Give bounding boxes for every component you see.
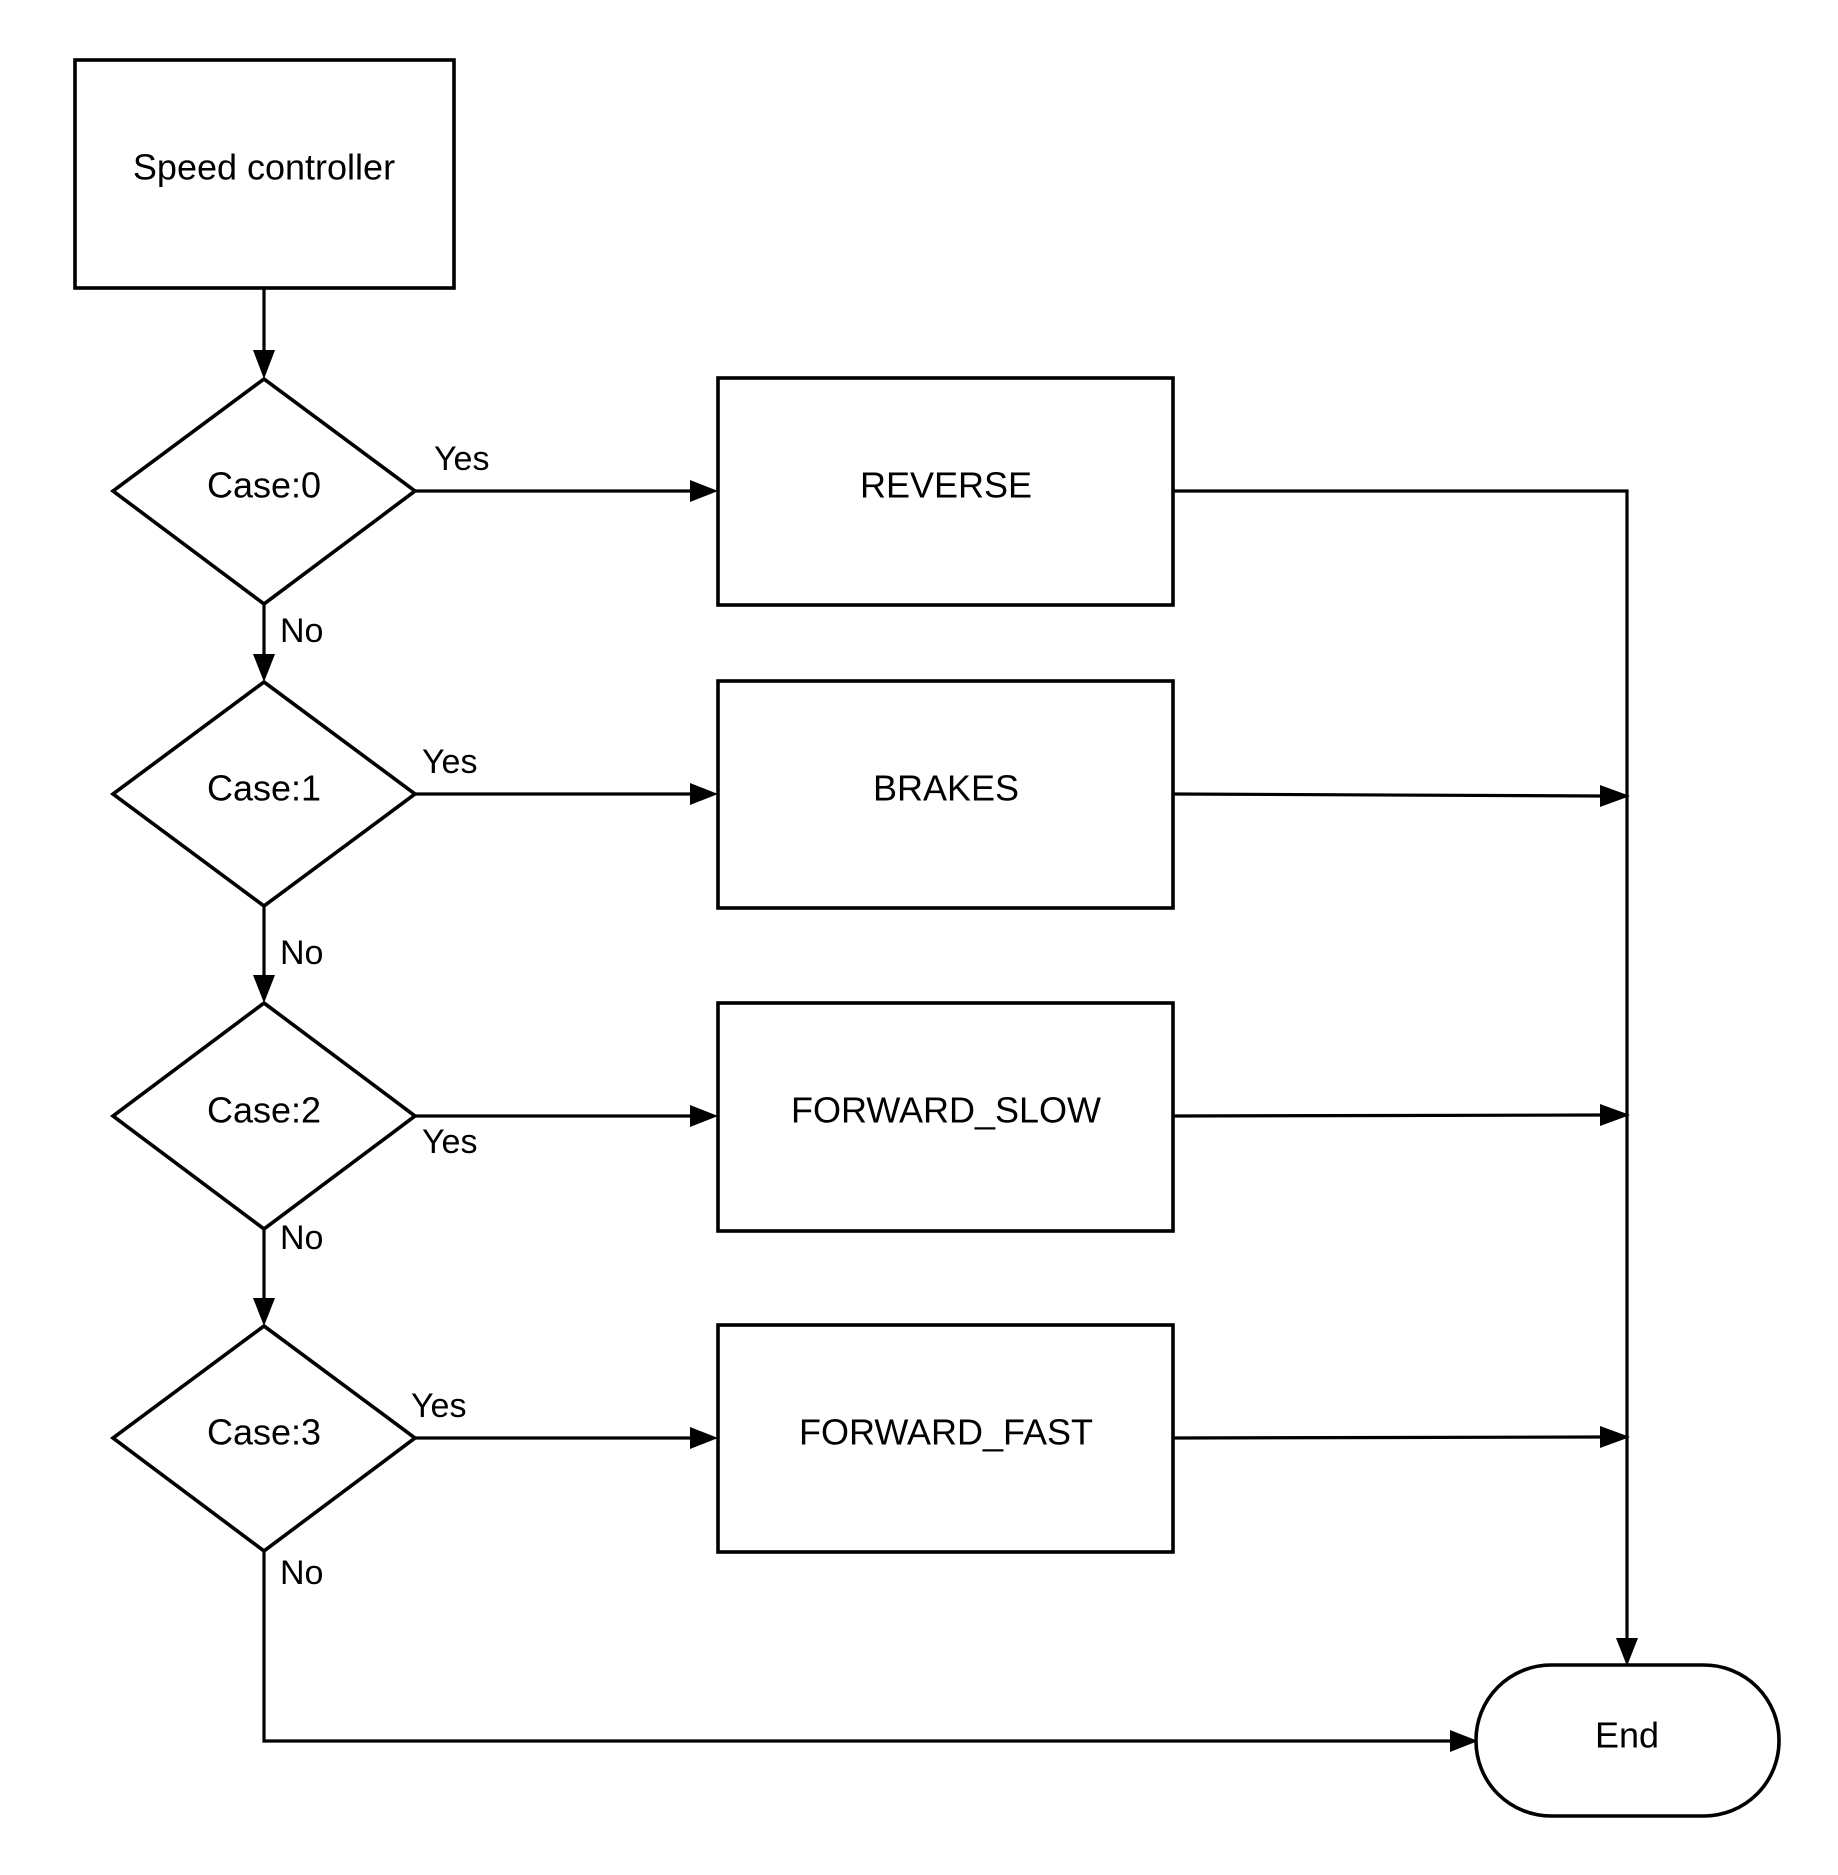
case0-yes-label: Yes — [434, 440, 489, 478]
case2-diamond — [109, 1000, 419, 1232]
decision-case2: Case:2 — [109, 1000, 419, 1232]
case1-no-label: No — [280, 934, 323, 972]
start-label: Speed controller — [133, 147, 395, 188]
forward-slow-label: FORWARD_SLOW — [791, 1090, 1101, 1131]
edge-brakes-to-end — [1172, 792, 1601, 798]
case2-label: Case:2 — [207, 1090, 321, 1131]
case3-no-label: No — [280, 1554, 323, 1592]
node-start: Speed controller — [73, 58, 456, 290]
decision-case3: Case:3 — [109, 1323, 419, 1554]
reverse-label: REVERSE — [860, 465, 1032, 506]
case3-yes-label: Yes — [411, 1387, 466, 1425]
edge-forward-slow-to-end — [1172, 1113, 1601, 1118]
edge-forward-fast-to-end — [1172, 1435, 1601, 1440]
arrowhead-forward-fast-merge — [1600, 1426, 1630, 1448]
case3-label: Case:3 — [207, 1412, 321, 1453]
case0-no-label: No — [280, 612, 323, 650]
brakes-box — [716, 679, 1175, 910]
start-box — [73, 58, 456, 290]
arrowhead-end-left — [1450, 1730, 1478, 1752]
case0-label: Case:0 — [207, 465, 321, 506]
arrowhead-reverse — [690, 480, 718, 502]
arrowhead-brakes — [690, 783, 718, 805]
arrowhead-forward-fast — [690, 1427, 718, 1449]
case0-diamond — [109, 376, 419, 607]
reverse-box — [716, 376, 1175, 607]
process-forward-fast: FORWARD_FAST — [716, 1323, 1175, 1554]
decision-case0: Case:0 — [109, 376, 419, 607]
edge-labels: Yes No Yes No Yes No Yes No — [280, 440, 489, 1592]
arrowhead-brakes-merge — [1600, 785, 1630, 807]
brakes-label: BRAKES — [873, 768, 1019, 809]
arrowhead-forward-slow — [690, 1105, 718, 1127]
case1-yes-label: Yes — [422, 743, 477, 781]
process-reverse: REVERSE — [716, 376, 1175, 607]
case1-diamond — [109, 679, 419, 909]
decision-case1: Case:1 — [109, 679, 419, 909]
forward-fast-label: FORWARD_FAST — [799, 1412, 1093, 1453]
terminator-end: End — [1474, 1663, 1781, 1818]
forward-fast-box — [716, 1323, 1175, 1554]
edge-case3-no — [262, 1551, 1450, 1743]
end-pill — [1474, 1663, 1781, 1818]
case2-no-label: No — [280, 1219, 323, 1257]
arrowhead-end-top — [1616, 1638, 1638, 1666]
arrowhead-forward-slow-merge — [1600, 1104, 1630, 1126]
case1-label: Case:1 — [207, 768, 321, 809]
connectors — [253, 288, 1638, 1752]
process-forward-slow: FORWARD_SLOW — [716, 1001, 1175, 1233]
process-brakes: BRAKES — [716, 679, 1175, 910]
forward-slow-box — [716, 1001, 1175, 1233]
arrowhead-case2 — [253, 975, 275, 1003]
arrowhead-case0 — [253, 350, 275, 379]
case2-yes-label: Yes — [422, 1123, 477, 1161]
case3-diamond — [109, 1323, 419, 1554]
edge-reverse-to-end — [1173, 489, 1629, 1638]
arrowhead-case3 — [253, 1298, 275, 1326]
arrowhead-case1 — [253, 654, 275, 682]
end-label: End — [1595, 1715, 1659, 1756]
